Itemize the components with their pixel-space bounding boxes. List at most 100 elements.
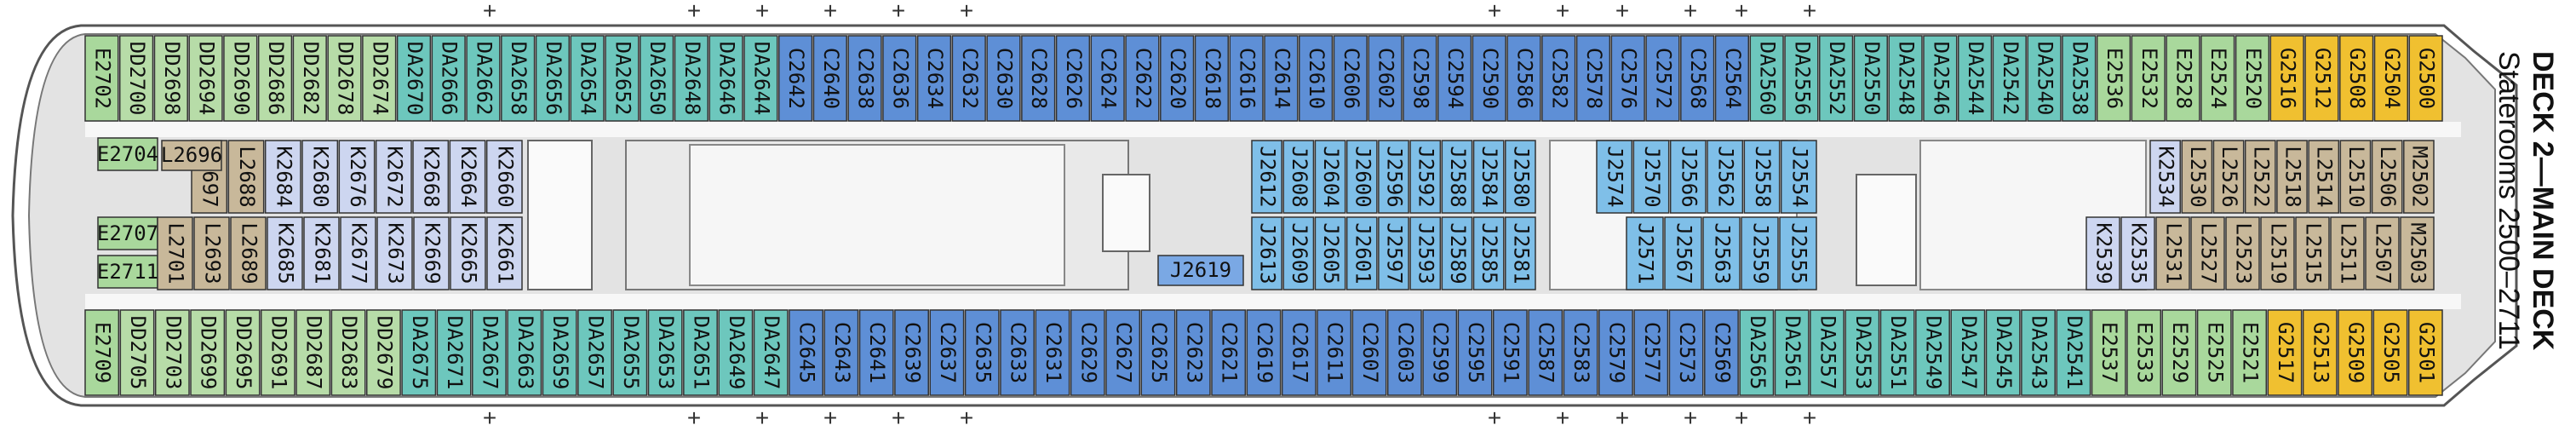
cabin-inner[interactable]: J2585 bbox=[1472, 216, 1505, 290]
cabin-bottom[interactable]: DD2695 bbox=[225, 309, 261, 396]
cabin-bottom[interactable]: C2607 bbox=[1351, 309, 1387, 396]
cabin-top[interactable]: C2638 bbox=[847, 35, 882, 122]
cabin-inner[interactable]: L2507 bbox=[2365, 216, 2400, 290]
cabin-bottom[interactable]: DA2667 bbox=[472, 309, 507, 396]
cabin-bottom[interactable]: DA2675 bbox=[401, 309, 437, 396]
cabin-inner[interactable]: J2570 bbox=[1632, 140, 1670, 214]
cabin-inner[interactable]: K2685 bbox=[267, 216, 303, 290]
cabin-bottom[interactable]: DD2703 bbox=[154, 309, 190, 396]
cabin-inner[interactable]: J2601 bbox=[1345, 216, 1378, 290]
cabin-bottom[interactable]: C2577 bbox=[1633, 309, 1669, 396]
cabin-bottom[interactable]: DA2649 bbox=[718, 309, 754, 396]
cabin-top[interactable]: C2606 bbox=[1333, 35, 1368, 122]
cabin-bottom[interactable]: G2505 bbox=[2372, 309, 2408, 396]
cabin-top[interactable]: DA2542 bbox=[1992, 35, 2027, 122]
cabin-inner[interactable]: J2604 bbox=[1314, 140, 1346, 214]
cabin-top[interactable]: C2602 bbox=[1368, 35, 1403, 122]
cabin-top[interactable]: DA2544 bbox=[1957, 35, 1993, 122]
cabin-top[interactable]: C2640 bbox=[812, 35, 847, 122]
cabin-bottom[interactable]: DA2651 bbox=[683, 309, 718, 396]
cabin-top[interactable]: DD2674 bbox=[362, 35, 397, 122]
cabin-top[interactable]: G2508 bbox=[2339, 35, 2374, 122]
cabin-top[interactable]: DA2546 bbox=[1923, 35, 1958, 122]
cabin-inner[interactable]: K2665 bbox=[450, 216, 486, 290]
cabin-bottom[interactable]: C2591 bbox=[1492, 309, 1528, 396]
cabin-inner[interactable]: L2530 bbox=[2181, 140, 2213, 214]
cabin-inner[interactable]: J2555 bbox=[1779, 216, 1817, 290]
cabin-inner-forward[interactable]: E2704 bbox=[97, 137, 158, 171]
cabin-inner[interactable]: J2589 bbox=[1441, 216, 1473, 290]
cabin-top[interactable]: C2618 bbox=[1194, 35, 1230, 122]
cabin-inner[interactable]: L2511 bbox=[2330, 216, 2365, 290]
cabin-inner[interactable]: L2688 bbox=[227, 140, 265, 214]
cabin-inner[interactable]: J2584 bbox=[1472, 140, 1505, 214]
cabin-top[interactable]: DA2646 bbox=[709, 35, 743, 122]
cabin-bottom[interactable]: C2637 bbox=[929, 309, 965, 396]
cabin-inner[interactable]: L2701 bbox=[157, 216, 193, 290]
cabin-bottom[interactable]: C2583 bbox=[1563, 309, 1598, 396]
cabin-inner[interactable]: K2534 bbox=[2149, 140, 2181, 214]
cabin-top[interactable]: DA2654 bbox=[570, 35, 605, 122]
cabin-bottom[interactable]: C2631 bbox=[1035, 309, 1070, 396]
cabin-bottom[interactable]: C2603 bbox=[1386, 309, 1422, 396]
cabin-inner[interactable]: K2539 bbox=[2085, 216, 2120, 290]
cabin-inner[interactable]: L2510 bbox=[2339, 140, 2372, 214]
cabin-bottom[interactable]: G2501 bbox=[2407, 309, 2443, 396]
cabin-inner[interactable]: L2515 bbox=[2295, 216, 2330, 290]
cabin-bottom[interactable]: DD2679 bbox=[365, 309, 401, 396]
cabin-top[interactable]: DA2560 bbox=[1749, 35, 1784, 122]
cabin-top[interactable]: C2636 bbox=[882, 35, 917, 122]
cabin-inner[interactable]: L2531 bbox=[2155, 216, 2190, 290]
cabin-inner[interactable]: J2613 bbox=[1251, 216, 1282, 290]
cabin-inner[interactable]: K2676 bbox=[338, 140, 376, 214]
cabin-top[interactable]: C2616 bbox=[1229, 35, 1264, 122]
cabin-top[interactable]: C2626 bbox=[1055, 35, 1091, 122]
cabin-inner[interactable]: L2527 bbox=[2190, 216, 2225, 290]
cabin-bottom[interactable]: C2611 bbox=[1317, 309, 1352, 396]
cabin-top[interactable]: C2586 bbox=[1506, 35, 1541, 122]
cabin-top[interactable]: DA2548 bbox=[1888, 35, 1923, 122]
cabin-inner[interactable]: J2600 bbox=[1345, 140, 1378, 214]
cabin-bottom[interactable]: G2517 bbox=[2267, 309, 2303, 396]
cabin-inner[interactable]: K2677 bbox=[340, 216, 376, 290]
cabin-inner[interactable]: K2673 bbox=[376, 216, 413, 290]
cabin-bottom[interactable]: C2625 bbox=[1140, 309, 1176, 396]
cabin-inner[interactable]: J2559 bbox=[1741, 216, 1779, 290]
cabin-inner[interactable]: M2502 bbox=[2403, 140, 2435, 214]
cabin-bottom[interactable]: G2513 bbox=[2302, 309, 2338, 396]
cabin-bottom[interactable]: DA2545 bbox=[1985, 309, 2021, 396]
cabin-inner[interactable]: L2518 bbox=[2276, 140, 2308, 214]
cabin-top[interactable]: DA2644 bbox=[743, 35, 778, 122]
cabin-inner[interactable]: L2523 bbox=[2225, 216, 2260, 290]
cabin-top[interactable]: C2630 bbox=[986, 35, 1021, 122]
cabin-inner[interactable]: L2514 bbox=[2308, 140, 2340, 214]
cabin-top[interactable]: DD2694 bbox=[188, 35, 223, 122]
cabin-bottom[interactable]: DA2553 bbox=[1845, 309, 1880, 396]
cabin-top[interactable]: G2500 bbox=[2408, 35, 2443, 122]
cabin-bottom[interactable]: C2599 bbox=[1422, 309, 1458, 396]
cabin-top[interactable]: C2614 bbox=[1264, 35, 1299, 122]
cabin-bottom[interactable]: DA2659 bbox=[542, 309, 577, 396]
cabin-top[interactable]: DA2662 bbox=[466, 35, 501, 122]
cabin-top[interactable]: C2610 bbox=[1298, 35, 1334, 122]
cabin-top[interactable]: DD2682 bbox=[292, 35, 327, 122]
cabin-top[interactable]: C2624 bbox=[1090, 35, 1125, 122]
cabin-inner[interactable]: J2563 bbox=[1702, 216, 1741, 290]
cabin-top[interactable]: DA2552 bbox=[1819, 35, 1854, 122]
cabin-bottom[interactable]: DA2557 bbox=[1810, 309, 1845, 396]
cabin-inner[interactable]: J2593 bbox=[1409, 216, 1442, 290]
cabin-inner[interactable]: K2660 bbox=[485, 140, 523, 214]
cabin-inner[interactable]: J2608 bbox=[1282, 140, 1315, 214]
cabin-inner[interactable]: J2596 bbox=[1378, 140, 1409, 214]
cabin-top[interactable]: C2632 bbox=[951, 35, 986, 122]
cabin-inner[interactable]: J2567 bbox=[1664, 216, 1702, 290]
cabin-inner[interactable]: J2605 bbox=[1314, 216, 1346, 290]
cabin-top[interactable]: DD2698 bbox=[153, 35, 188, 122]
cabin-bottom[interactable]: C2579 bbox=[1598, 309, 1633, 396]
cabin-inner-forward[interactable]: E2707 bbox=[97, 216, 158, 250]
cabin-top[interactable]: E2528 bbox=[2166, 35, 2200, 122]
cabin-top[interactable]: DA2666 bbox=[431, 35, 466, 122]
cabin-top[interactable]: DA2670 bbox=[396, 35, 432, 122]
cabin-top[interactable]: E2536 bbox=[2096, 35, 2131, 122]
cabin-top[interactable]: G2512 bbox=[2304, 35, 2339, 122]
